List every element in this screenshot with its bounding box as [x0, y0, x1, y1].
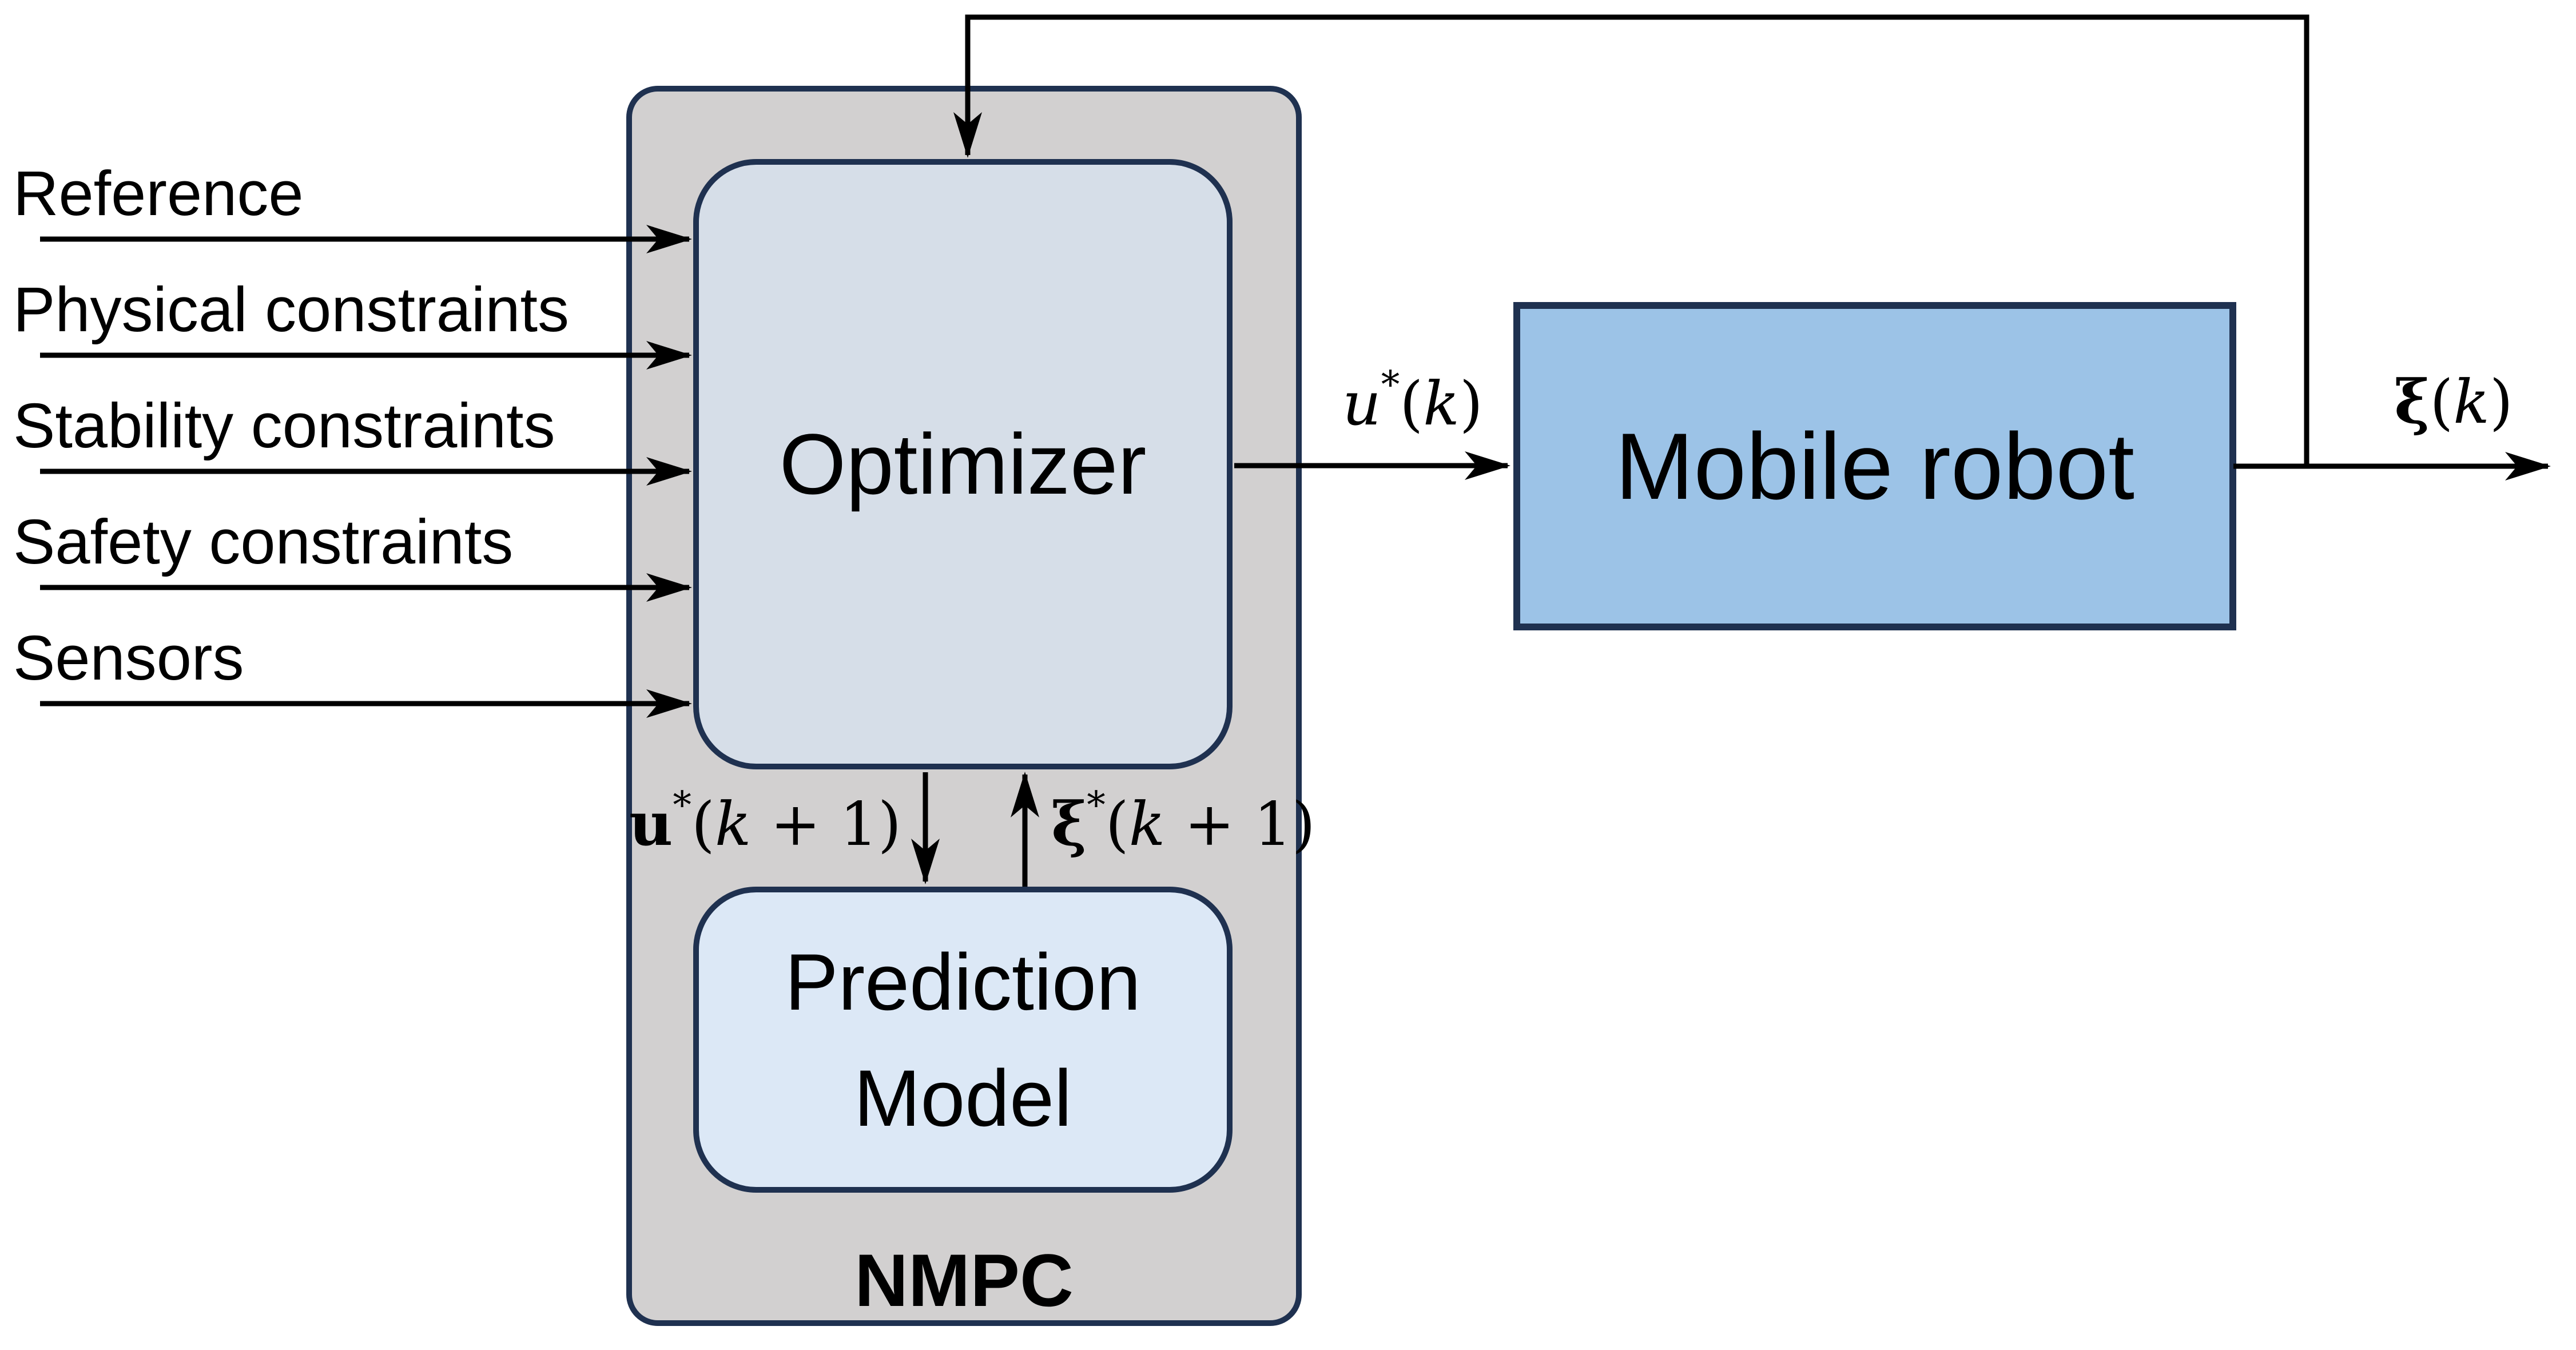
signal-label-xi-star-k-plus-1: ξ*(k + 1) [1051, 784, 1315, 859]
prediction-model-block: Prediction Model [693, 887, 1233, 1193]
prediction-label-line2: Model [853, 1053, 1072, 1143]
signal-label-xi-k: ξ(k) [2394, 366, 2513, 437]
signal-label-u-star-k-plus-1: u*(k + 1) [629, 784, 901, 859]
mobile-robot-label: Mobile robot [1615, 413, 2134, 519]
input-label-stability-constraints: Stability constraints [13, 391, 555, 461]
input-label-reference: Reference [13, 158, 304, 229]
mobile-robot-block: Mobile robot [1513, 302, 2236, 630]
input-label-sensors: Sensors [13, 623, 244, 693]
optimizer-label: Optimizer [779, 416, 1147, 512]
input-label-safety-constraints: Safety constraints [13, 507, 514, 577]
input-label-physical-constraints: Physical constraints [13, 275, 570, 345]
optimizer-block: Optimizer [693, 159, 1233, 769]
prediction-label-line1: Prediction [785, 936, 1141, 1027]
signal-label-u-star-k: u*(k) [1342, 364, 1483, 439]
nmpc-container-label: NMPC [854, 1238, 1074, 1322]
